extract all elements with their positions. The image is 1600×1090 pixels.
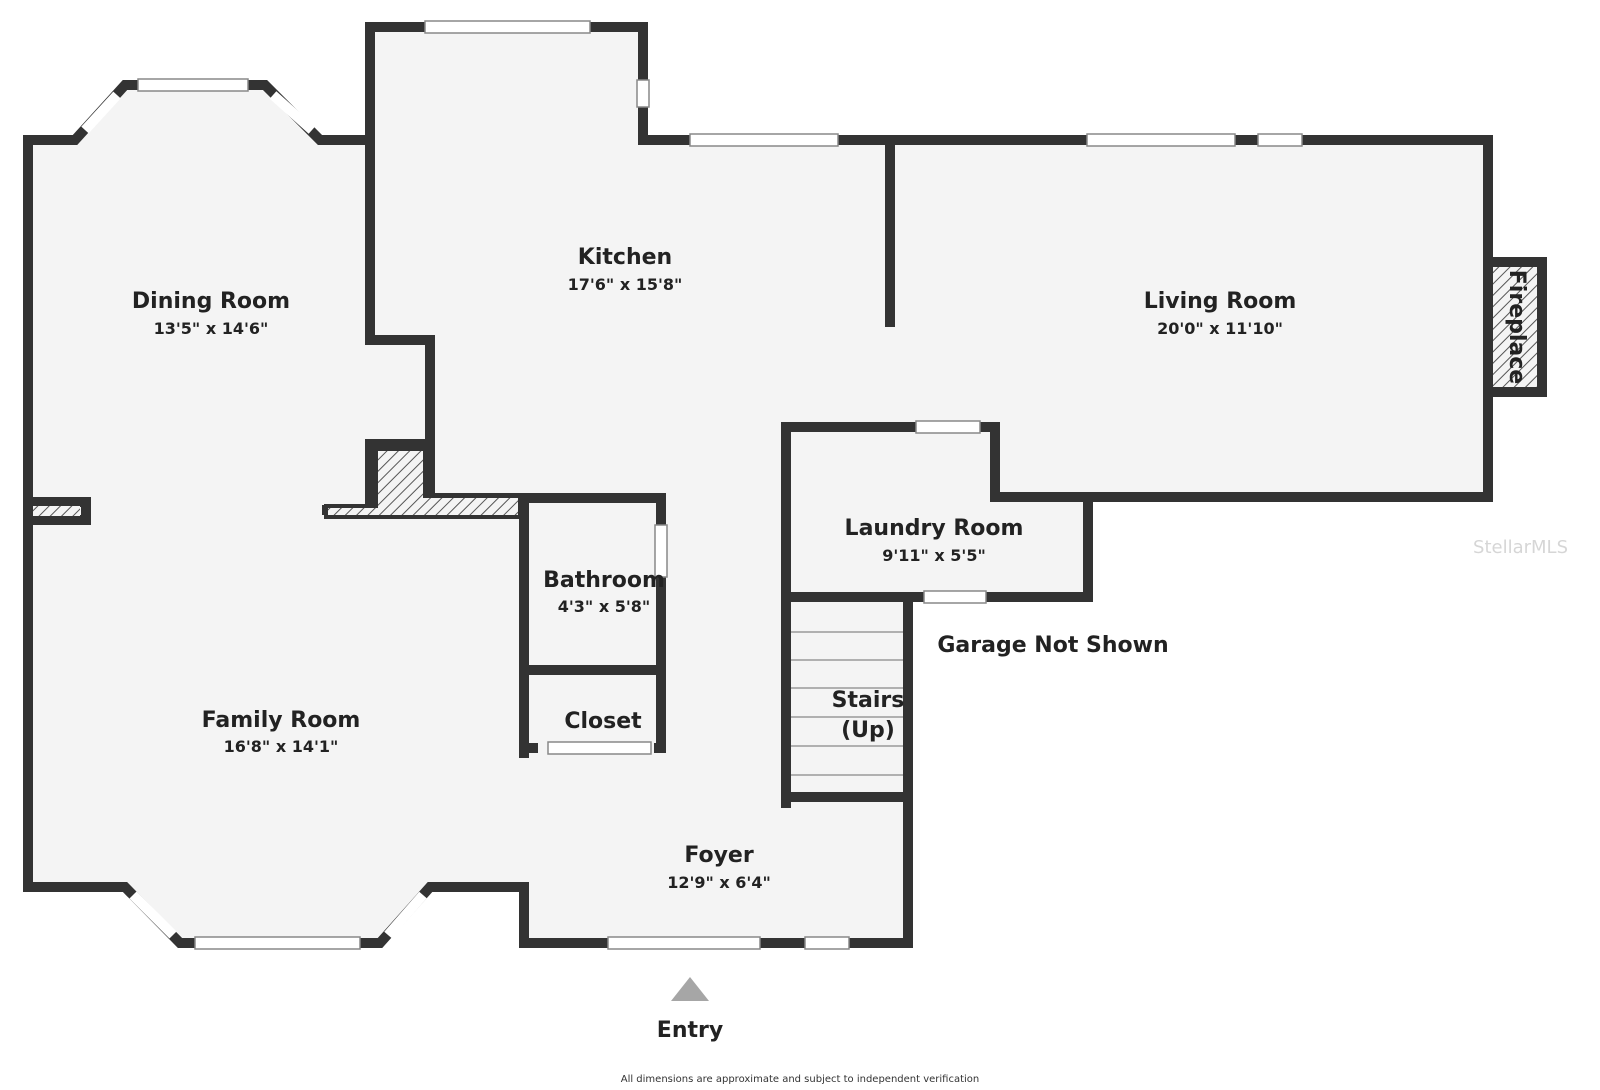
room-dims-laundry: 9'11" x 5'5" bbox=[882, 546, 986, 565]
room-dims-kitchen: 17'6" x 15'8" bbox=[568, 275, 683, 294]
room-name-laundry: Laundry Room bbox=[845, 516, 1024, 541]
fireplace-label: Fireplace bbox=[1504, 270, 1529, 384]
fireplace: Fireplace bbox=[1483, 257, 1547, 397]
room-dims-dining: 13'5" x 14'6" bbox=[154, 319, 269, 338]
watermark: StellarMLS bbox=[1473, 537, 1568, 558]
room-name-living: Living Room bbox=[1144, 289, 1297, 314]
stairs-label-line1: Stairs bbox=[832, 688, 905, 713]
stair-treads bbox=[791, 631, 903, 776]
garage-note: Garage Not Shown bbox=[937, 633, 1168, 658]
entry-arrow-icon bbox=[671, 977, 709, 1001]
room-name-foyer: Foyer bbox=[684, 843, 754, 868]
room-name-family: Family Room bbox=[202, 708, 361, 733]
room-name-bathroom: Bathroom bbox=[543, 568, 665, 593]
stairs-label-line2: (Up) bbox=[841, 718, 895, 743]
room-dims-family: 16'8" x 14'1" bbox=[224, 737, 339, 756]
wall-niche-hatch bbox=[33, 506, 80, 516]
room-name-dining: Dining Room bbox=[132, 289, 290, 314]
floor-area bbox=[28, 27, 1488, 943]
room-dims-living: 20'0" x 11'10" bbox=[1157, 319, 1283, 338]
entry-label: Entry bbox=[657, 1018, 723, 1043]
room-dims-foyer: 12'9" x 6'4" bbox=[667, 873, 771, 892]
disclaimer-text: All dimensions are approximate and subje… bbox=[621, 1074, 980, 1085]
chimney-chase-hatch bbox=[324, 447, 522, 519]
interior-walls bbox=[28, 140, 1088, 808]
room-dims-bathroom: 4'3" x 5'8" bbox=[558, 597, 650, 616]
room-name-closet: Closet bbox=[564, 709, 642, 734]
windows bbox=[81, 20, 1303, 950]
room-name-kitchen: Kitchen bbox=[578, 245, 672, 270]
